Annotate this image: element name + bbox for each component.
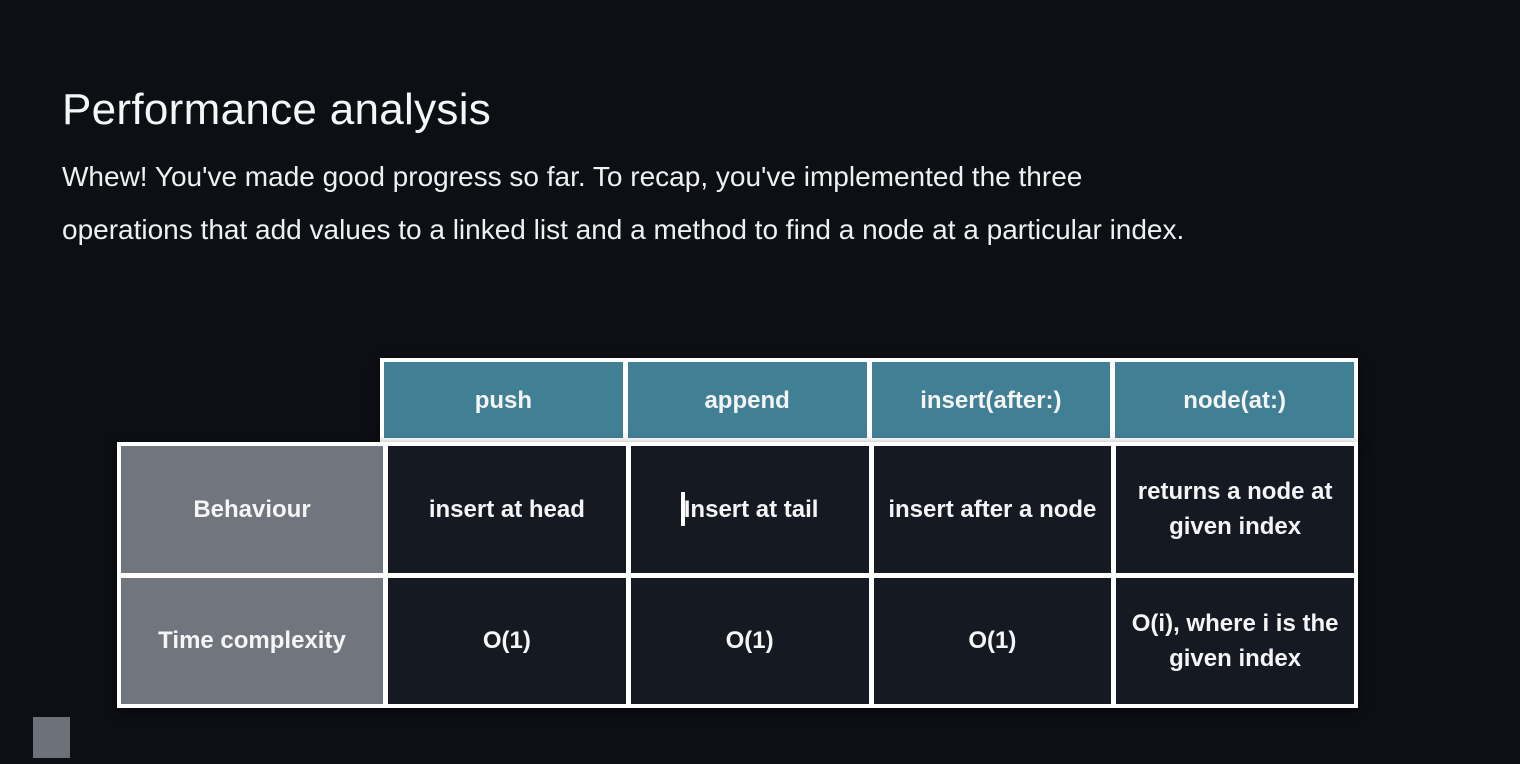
intro-line: Whew! You've made good progress so far. … [62,161,1083,192]
page-title: Performance analysis [62,85,492,135]
performance-table-body: Behaviour insert at head Insert at tail … [117,442,1358,708]
cell-complexity-node-at[interactable]: O(i), where i is the given index [1116,577,1354,704]
cell-behaviour-insert-after[interactable]: insert after a node [873,446,1112,573]
cell-behaviour-push[interactable]: insert at head [388,446,626,573]
cell-behaviour-append[interactable]: Insert at tail [630,446,869,573]
cell-complexity-append[interactable]: O(1) [630,577,869,704]
column-header-node-at[interactable]: node(at:) [1115,362,1354,438]
column-header-push[interactable]: push [384,362,623,438]
cell-complexity-push[interactable]: O(1) [388,577,626,704]
column-header-insert-after[interactable]: insert(after:) [871,362,1111,438]
intro-paragraph: Whew! You've made good progress so far. … [62,150,1184,256]
performance-table-header-row: push append insert(after:) node(at:) [380,358,1358,442]
row-label-behaviour[interactable]: Behaviour [121,446,383,573]
intro-line: operations that add values to a linked l… [62,214,1185,245]
text-cursor [680,492,685,527]
partial-gray-element[interactable] [33,717,70,758]
cell-text: Insert at tail [683,495,819,523]
cell-behaviour-node-at[interactable]: returns a node at given index [1116,446,1354,573]
column-header-append[interactable]: append [627,362,867,438]
row-label-time-complexity[interactable]: Time complexity [121,577,383,704]
cell-complexity-insert-after[interactable]: O(1) [873,577,1112,704]
